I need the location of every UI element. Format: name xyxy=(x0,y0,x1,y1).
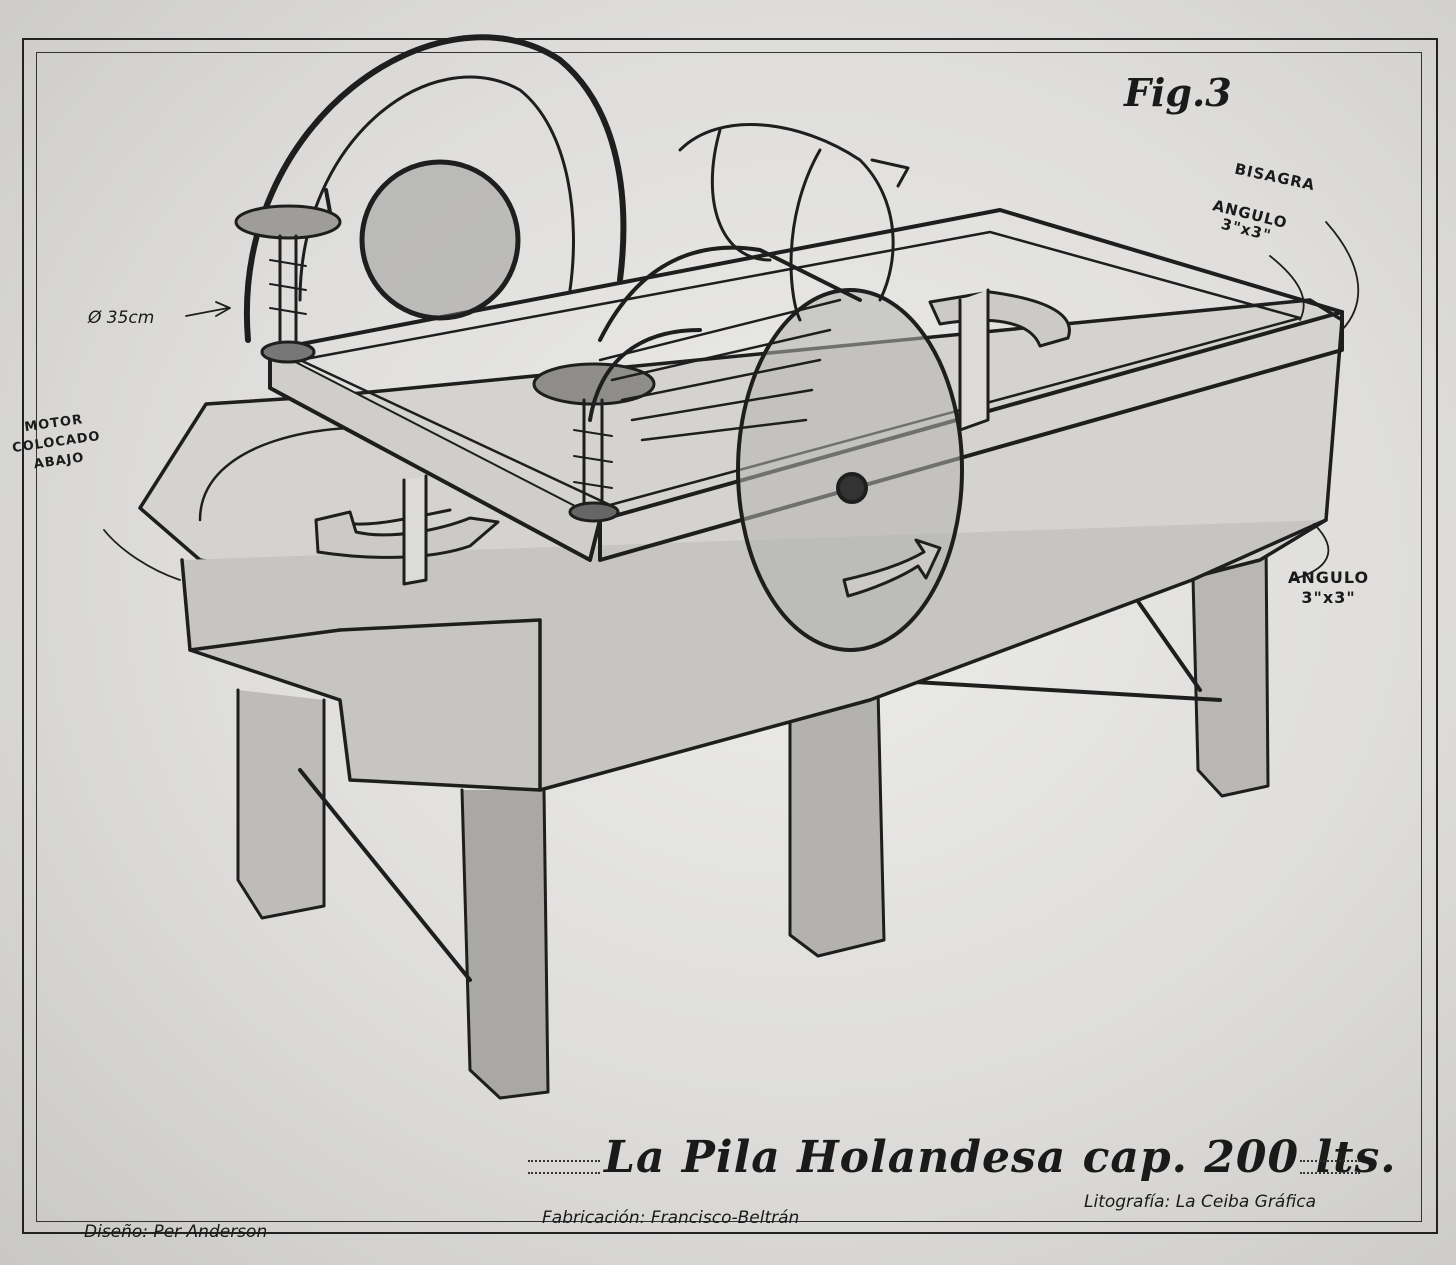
diameter-annotation: Ø 35cm xyxy=(88,308,155,328)
inner-border xyxy=(36,52,1422,1222)
left-handwheel xyxy=(234,188,342,364)
figure-label: Fig.3 xyxy=(1124,70,1232,115)
lithography-credit: Litografía: La Ceiba Gráfica xyxy=(1084,1192,1316,1212)
title-dotted-rule-left-2 xyxy=(528,1172,600,1174)
fabrication-credit: Fabricación: Francisco-Beltrán xyxy=(542,1208,800,1228)
title-dotted-rule-left xyxy=(528,1160,600,1162)
outer-border xyxy=(22,38,1438,1234)
title-dotted-rule-right xyxy=(1300,1160,1360,1162)
center-handwheel xyxy=(532,362,656,523)
leader-lines xyxy=(103,221,1360,581)
hinged-cover xyxy=(678,123,910,322)
flow-arrows xyxy=(314,288,1071,598)
angle-annotation-right: ANGULO 3"x3" xyxy=(1288,568,1369,608)
title-dotted-rule-right-2 xyxy=(1300,1172,1360,1174)
angle-right-size: 3"x3" xyxy=(1301,588,1356,607)
drawing-title: La Pila Holandesa cap. 200 lts. xyxy=(604,1132,1397,1183)
design-credit: Diseño: Per Anderson xyxy=(84,1222,268,1242)
angle-right-label: ANGULO xyxy=(1288,568,1370,587)
gear-arch xyxy=(243,34,627,343)
table-legs xyxy=(236,538,1270,1100)
